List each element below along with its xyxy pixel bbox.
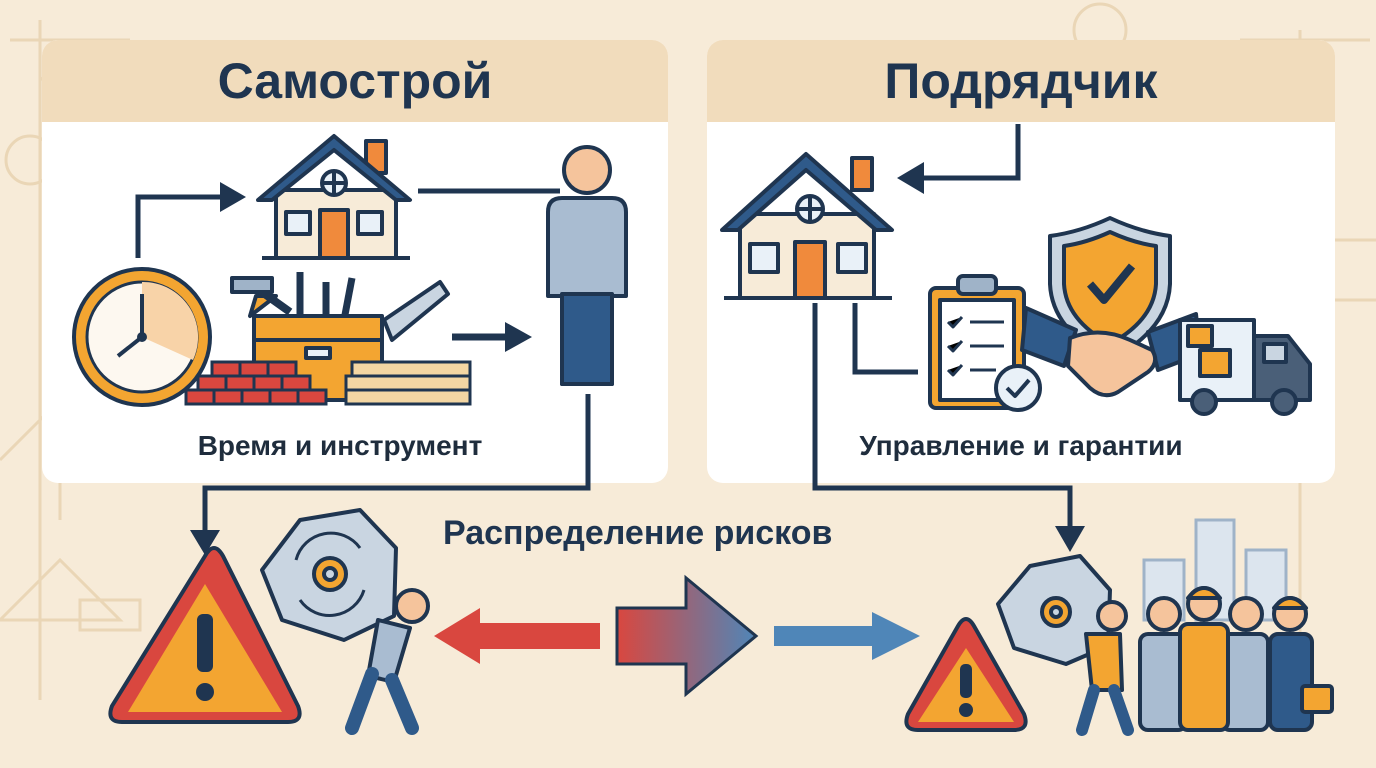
bricks-icon bbox=[184, 360, 328, 406]
gear-boulder-icon bbox=[260, 508, 398, 642]
contractor-connectors bbox=[812, 124, 1073, 530]
arrow-left-red bbox=[434, 608, 600, 664]
arrow-to-house bbox=[220, 182, 246, 212]
self-build-panel: Самострой bbox=[42, 40, 668, 483]
self-build-caption: Время и инструмент bbox=[197, 430, 483, 461]
person-icon bbox=[546, 145, 628, 386]
arrow-to-warning-right bbox=[1055, 526, 1085, 552]
arrow-to-warning-left bbox=[190, 530, 220, 555]
arrow-center-gradient bbox=[615, 574, 759, 698]
house-icon bbox=[256, 134, 412, 260]
lumber-icon bbox=[344, 360, 472, 406]
self-build-title: Самострой bbox=[42, 40, 668, 122]
house-icon bbox=[720, 152, 894, 300]
warning-icon bbox=[108, 546, 302, 724]
clipboard-icon bbox=[928, 274, 1042, 412]
arrow-to-person bbox=[452, 322, 532, 352]
warning-icon bbox=[904, 617, 1028, 732]
handshake-icon bbox=[1020, 306, 1202, 398]
contractor-title: Подрядчик bbox=[707, 40, 1335, 122]
self-build-connectors bbox=[135, 188, 591, 535]
clock-icon bbox=[72, 267, 212, 407]
truck-icon bbox=[1178, 318, 1312, 416]
contractor-caption: Управление и гарантии bbox=[859, 430, 1183, 461]
person-pushing-icon bbox=[345, 588, 430, 735]
arrow-to-contractor-house bbox=[897, 162, 924, 194]
risk-distribution-label: Распределение рисков bbox=[443, 514, 833, 552]
worker-team-icon bbox=[1076, 586, 1334, 736]
arrow-right-blue bbox=[774, 612, 920, 660]
